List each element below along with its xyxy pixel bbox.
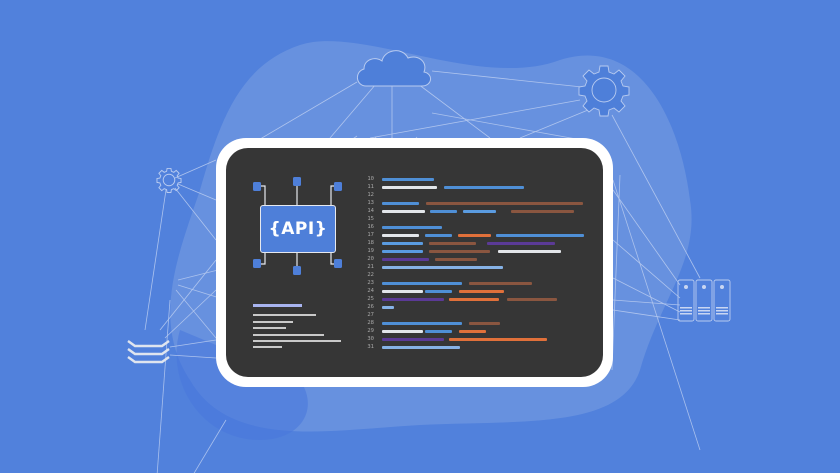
line-number: 22: [367, 272, 374, 278]
doc-line: [253, 321, 293, 323]
line-number: 25: [367, 296, 374, 302]
code-token: [382, 290, 423, 293]
code-token: [463, 210, 496, 213]
line-number: 17: [367, 232, 374, 238]
line-number: 14: [367, 208, 374, 214]
line-number: 18: [367, 240, 374, 246]
code-token: [507, 298, 557, 301]
line-number: 13: [367, 200, 374, 206]
api-node-top-left: [253, 182, 261, 191]
api-node-bottom-left: [253, 259, 261, 268]
code-token: [469, 282, 532, 285]
api-node-top-center: [293, 177, 301, 186]
api-node-bottom-right: [334, 259, 342, 268]
code-token: [382, 266, 503, 269]
code-token: [458, 234, 491, 237]
code-token: [382, 330, 423, 333]
doc-line: [253, 346, 282, 348]
code-token: [459, 330, 486, 333]
code-token: [382, 338, 444, 341]
large-gear-icon: [578, 65, 630, 117]
code-token: [429, 250, 490, 253]
doc-title-line: [253, 304, 302, 307]
code-token: [382, 258, 429, 261]
code-token: [425, 330, 452, 333]
code-token: [426, 202, 583, 205]
code-token: [382, 186, 437, 189]
doc-line: [253, 327, 286, 329]
line-number: 26: [367, 304, 374, 310]
line-number: 11: [367, 184, 374, 190]
code-token: [382, 234, 419, 237]
code-token: [382, 202, 419, 205]
server-rack-icon: [677, 279, 731, 322]
doc-line: [253, 314, 316, 316]
database-stack-icon: [127, 340, 170, 364]
line-number: 20: [367, 256, 374, 262]
line-number: 31: [367, 344, 374, 350]
code-token: [382, 298, 444, 301]
code-token: [430, 210, 457, 213]
code-token: [382, 306, 394, 309]
line-number: 24: [367, 288, 374, 294]
line-number: 28: [367, 320, 374, 326]
line-number: 10: [367, 176, 374, 182]
code-token: [469, 322, 500, 325]
code-token: [429, 242, 476, 245]
code-token: [382, 322, 462, 325]
api-chip-label: {API}: [260, 205, 336, 253]
line-number: 30: [367, 336, 374, 342]
code-token: [498, 250, 561, 253]
code-token: [382, 210, 425, 213]
api-node-bottom-center: [293, 266, 301, 275]
code-token: [382, 178, 434, 181]
line-number: 29: [367, 328, 374, 334]
line-number: 15: [367, 216, 374, 222]
code-token: [425, 234, 452, 237]
line-number: 23: [367, 280, 374, 286]
code-token: [382, 242, 423, 245]
api-node-top-right: [334, 182, 342, 191]
code-token: [449, 338, 547, 341]
code-token: [449, 298, 499, 301]
code-token: [496, 234, 584, 237]
doc-line: [253, 334, 324, 336]
code-token: [382, 250, 423, 253]
code-token: [459, 290, 504, 293]
code-token: [487, 242, 555, 245]
code-token: [435, 258, 477, 261]
code-token: [425, 290, 452, 293]
line-number: 21: [367, 264, 374, 270]
line-number: 16: [367, 224, 374, 230]
cloud-icon: [357, 50, 431, 87]
code-token: [382, 346, 460, 349]
code-token: [511, 210, 574, 213]
doc-line: [253, 340, 341, 342]
small-gear-icon: [156, 167, 182, 193]
code-token: [382, 282, 462, 285]
line-number: 12: [367, 192, 374, 198]
code-token: [382, 226, 442, 229]
code-token: [444, 186, 524, 189]
line-number: 19: [367, 248, 374, 254]
line-number: 27: [367, 312, 374, 318]
